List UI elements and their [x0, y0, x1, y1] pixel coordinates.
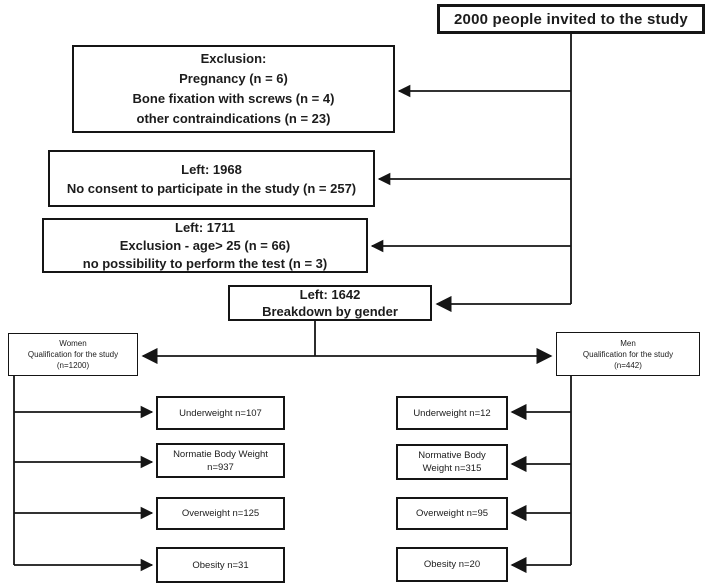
left-1711-detail: Exclusion - age> 25 (n = 66) — [119, 237, 291, 253]
women-subtitle: Qualification for the study — [27, 350, 119, 359]
women-normative-label: Normatie Body Weight n=937 — [173, 448, 268, 473]
box-women-qualification: Women Qualification for the study (n=120… — [8, 333, 138, 376]
exclusion-line: Pregnancy (n = 6) — [179, 71, 288, 86]
box-men-qualification: Men Qualification for the study (n=442) — [556, 332, 700, 376]
box-men-obesity: Obesity n=20 — [396, 547, 508, 582]
men-obesity-label: Obesity n=20 — [423, 559, 481, 570]
exclusion-line: Exclusion: — [200, 51, 267, 66]
men-underweight-label: Underweight n=12 — [413, 407, 491, 419]
men-subtitle: Qualification for the study — [582, 349, 674, 359]
women-title: Women — [59, 339, 87, 348]
men-title: Men — [620, 338, 636, 348]
box-women-normative: Normatie Body Weight n=937 — [156, 443, 285, 478]
box-invited: 2000 people invited to the study — [437, 4, 705, 34]
box-left-1711: Left: 1711 Exclusion - age> 25 (n = 66) … — [42, 218, 368, 273]
men-normative-label: Normative Body Weight n=315 — [418, 450, 486, 474]
left-1968-detail: No consent to participate in the study (… — [66, 180, 357, 196]
box-men-normative: Normative Body Weight n=315 — [396, 444, 508, 480]
box-women-overweight: Overweight n=125 — [156, 497, 285, 530]
men-count: (n=442) — [614, 360, 642, 370]
left-1711-detail: no possibility to perform the test (n = … — [82, 255, 328, 271]
women-overweight-label: Overweight n=125 — [181, 508, 260, 519]
invited-text: 2000 people invited to the study — [454, 10, 688, 28]
exclusion-line: Bone fixation with screws (n = 4) — [132, 91, 335, 106]
box-women-obesity: Obesity n=31 — [156, 547, 285, 583]
box-men-overweight: Overweight n=95 — [396, 497, 508, 530]
box-exclusion: Exclusion: Pregnancy (n = 6) Bone fixati… — [72, 45, 395, 133]
women-obesity-label: Obesity n=31 — [192, 559, 249, 571]
women-underweight-label: Underweight n=107 — [179, 407, 262, 419]
left-1711-heading: Left: 1711 — [175, 219, 235, 235]
box-left-1968: Left: 1968 No consent to participate in … — [48, 150, 375, 207]
box-left-1642: Left: 1642 Breakdown by gender — [228, 285, 432, 321]
left-1968-heading: Left: 1968 — [181, 161, 242, 177]
exclusion-line: other contraindications (n = 23) — [136, 111, 331, 126]
left-1642-detail: Breakdown by gender — [262, 304, 398, 319]
left-1642-heading: Left: 1642 — [299, 287, 361, 302]
box-women-underweight: Underweight n=107 — [156, 396, 285, 430]
women-count: (n=1200) — [56, 361, 90, 370]
men-overweight-label: Overweight n=95 — [415, 508, 489, 519]
box-men-underweight: Underweight n=12 — [396, 396, 508, 430]
